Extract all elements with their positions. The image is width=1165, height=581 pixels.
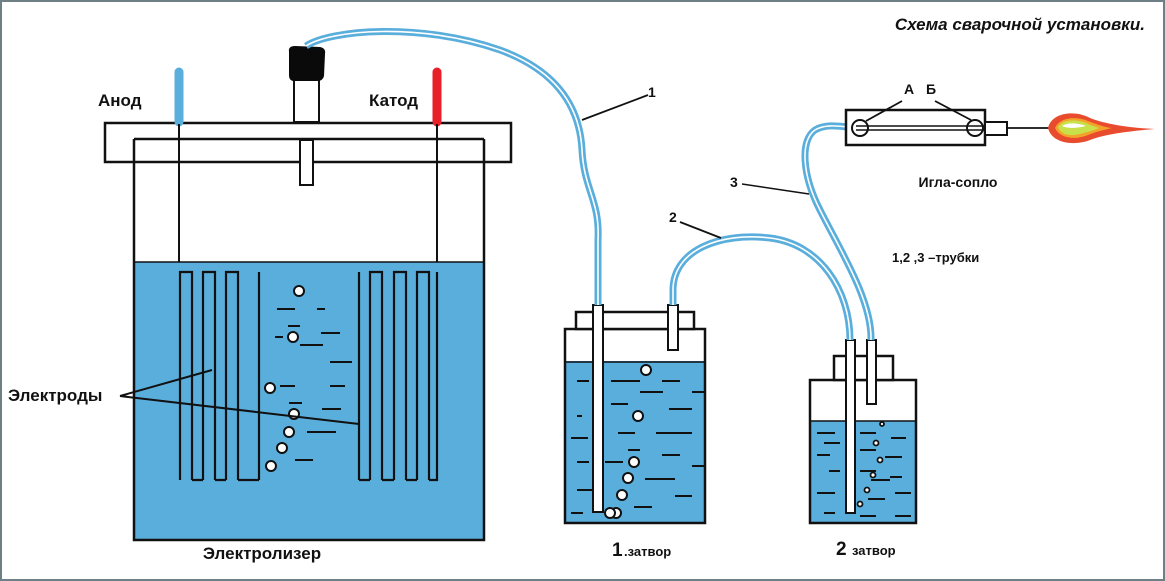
gas-bubble xyxy=(622,472,634,484)
gas-bubble xyxy=(604,507,616,519)
tube-1-label: 1 xyxy=(648,84,656,100)
tube-2-label: 2 xyxy=(669,209,677,225)
gas-bubbles xyxy=(264,285,352,472)
point-a-label: А xyxy=(904,81,914,97)
tube-3 xyxy=(801,122,875,341)
gas-outlet-body xyxy=(293,77,320,123)
water-trap-1: 1 .затвор xyxy=(563,304,707,561)
needle-nozzle: А Б Игла-сопло xyxy=(844,81,1155,190)
gas-bubble xyxy=(863,486,871,494)
gas-bubble xyxy=(276,442,288,454)
gas-bubble xyxy=(876,456,884,464)
electrode-plate xyxy=(224,270,240,480)
anode-label: Анод xyxy=(98,91,142,110)
point-b-label: Б xyxy=(926,81,936,97)
tube-2 xyxy=(669,233,854,341)
diagram-title: Схема сварочной установки. xyxy=(895,15,1145,34)
gas-bubble xyxy=(293,285,305,297)
trap1-water xyxy=(565,361,705,523)
trap1-inlet-pipe xyxy=(592,304,604,513)
outlet-cap-icon xyxy=(288,46,326,81)
electrodes-label: Электроды xyxy=(8,386,102,405)
gas-bubble xyxy=(616,489,628,501)
point-b-marker xyxy=(966,119,984,137)
gas-bubble xyxy=(632,410,644,422)
gas-outlet-pipe xyxy=(299,139,314,186)
trap2-inlet-pipe xyxy=(845,339,856,514)
cathode-label: Катод xyxy=(369,91,418,110)
electrolyzer-label: Электролизер xyxy=(203,544,321,563)
gas-bubble xyxy=(856,500,864,508)
water-trap-2: 2 затвор xyxy=(808,339,918,560)
gas-bubble xyxy=(265,460,277,472)
trap1-lid xyxy=(574,310,696,331)
gas-bubble xyxy=(264,382,276,394)
trap2-label: затвор xyxy=(852,543,896,558)
gas-bubble xyxy=(879,421,885,427)
nozzle-tip xyxy=(984,121,1008,136)
gas-bubble xyxy=(287,331,299,343)
trap2-number: 2 xyxy=(836,539,847,560)
electrolyzer-water xyxy=(134,262,484,540)
tubes: 1 2 3 1,2 ,3 –трубки xyxy=(304,27,979,341)
nozzle-body xyxy=(844,108,987,147)
gas-bubble xyxy=(872,439,880,447)
point-a-marker xyxy=(851,119,869,137)
tube-3-label: 3 xyxy=(730,174,738,190)
cathode-plates xyxy=(357,270,439,482)
trap1-number: 1 xyxy=(612,540,623,561)
gas-bubble xyxy=(628,456,640,468)
trap2-outlet-pipe xyxy=(866,339,877,405)
tubes-note: 1,2 ,3 –трубки xyxy=(892,250,979,265)
gas-bubble xyxy=(283,426,295,438)
flame-icon xyxy=(1048,113,1155,144)
electrode-plate xyxy=(368,270,384,480)
electrode-plate xyxy=(392,270,408,480)
trap2-lid xyxy=(832,354,895,382)
electrode-plate xyxy=(201,270,217,480)
gas-bubble xyxy=(869,471,877,479)
electrode-plate xyxy=(415,270,431,480)
electrolyzer: Анод Катод Электроды Электролизер xyxy=(8,46,513,563)
nozzle-label: Игла-сопло xyxy=(919,174,998,190)
gas-bubble xyxy=(640,364,652,376)
trap1-outlet-pipe xyxy=(667,304,679,351)
trap1-label: .затвор xyxy=(624,544,671,559)
